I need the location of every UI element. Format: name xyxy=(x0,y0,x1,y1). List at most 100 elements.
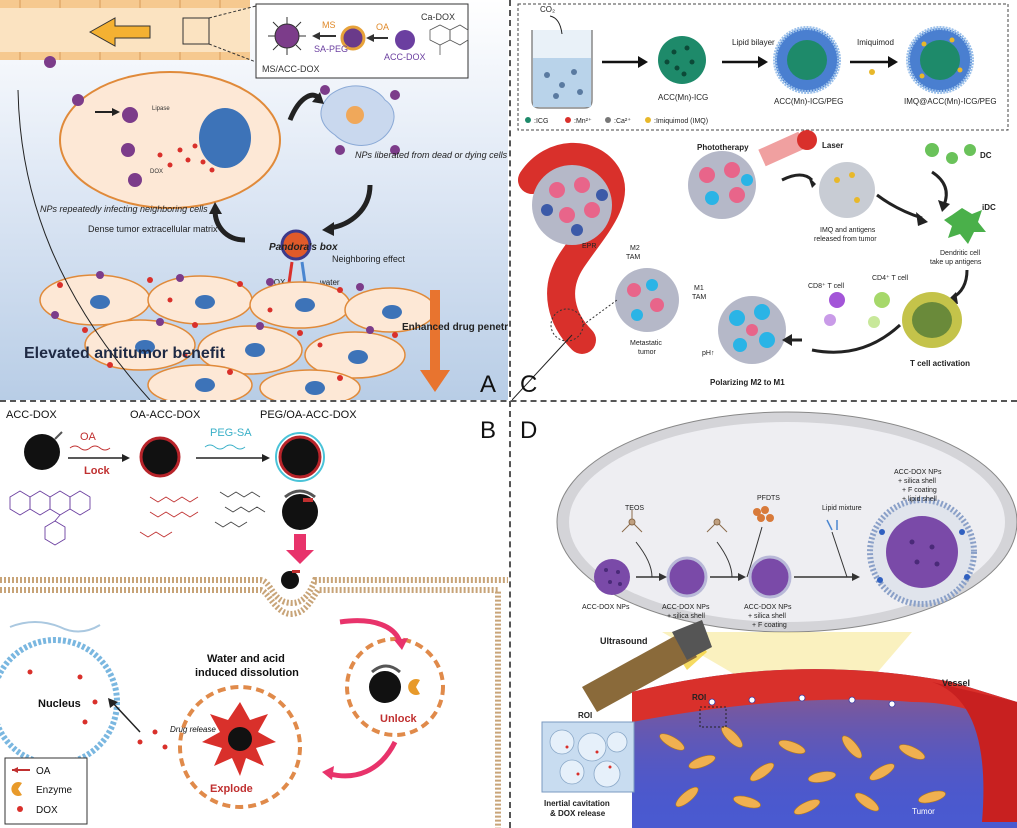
m2-tam-label: M2 TAM xyxy=(626,245,642,261)
chemical-structure-icon xyxy=(429,24,469,55)
legend-oa-label: OA xyxy=(36,766,51,777)
enhanced-penetration-label: Enhanced drug penetration xyxy=(402,322,508,333)
oa-label: OA xyxy=(376,22,389,32)
roi-box xyxy=(699,706,727,728)
panel-c-letter: C xyxy=(520,371,537,398)
ph-label: pH↑ xyxy=(702,350,714,357)
nps-repeatedly-text: NPs repeatedly infecting neighboring cel… xyxy=(40,204,208,214)
acc-dox-oa-particle-icon xyxy=(340,25,366,51)
cell-nucleus xyxy=(199,108,251,168)
unlock-label: Unlock xyxy=(380,713,418,725)
panel-d-illustration: D TEOS PFDTS Lipid mixture ACC-DOX NPs A… xyxy=(520,411,1017,828)
panel-a: Ca-DOX MS OA SA-PEG ACC-DOX MS/ACC-DOX L… xyxy=(0,0,508,400)
roi-label-tissue: ROI xyxy=(692,693,706,702)
endosome xyxy=(178,685,302,809)
oa-reagent-label: OA xyxy=(80,431,97,443)
tumor-cell-cluster xyxy=(39,274,436,400)
nanoparticle-icon xyxy=(122,107,138,123)
panel-a-letter: A xyxy=(480,371,496,398)
ultrasound-probe-icon xyxy=(582,632,697,712)
panel-b-illustration: ACC-DOX OA-ACC-DOX PEG/OA-ACC-DOX B OA L… xyxy=(0,409,508,828)
dc-cells-icon xyxy=(925,143,976,164)
dc-label: DC xyxy=(980,151,992,160)
imiquimod-label: Imiquimod xyxy=(857,38,894,47)
cd4-t-cell-icon xyxy=(874,292,890,308)
lipid-mixture-icon xyxy=(826,519,838,531)
dox-arrow-label: DOX xyxy=(268,278,286,287)
ms-acc-dox-label: MS/ACC-DOX xyxy=(262,64,320,74)
tumor-cells-icon xyxy=(659,726,946,815)
panel-a-illustration: Ca-DOX MS OA SA-PEG ACC-DOX MS/ACC-DOX L… xyxy=(0,0,508,400)
legend-enzyme-icon xyxy=(11,782,22,796)
bomb-peg-icon xyxy=(278,435,322,479)
locked-bomb-icon xyxy=(282,494,318,530)
imq-acc-label: IMQ@ACC(Mn)-ICG/PEG xyxy=(904,97,997,106)
peg-sa-label: PEG-SA xyxy=(210,427,252,439)
imq-antigens-label: IMQ and antigens released from tumor xyxy=(814,227,877,243)
water-arrow-label: water xyxy=(319,278,340,287)
oa-structure-icon xyxy=(139,496,199,538)
unlocking-bomb-icon xyxy=(369,671,401,703)
tumor-label: Tumor xyxy=(912,807,935,816)
acc-mn-icg-label: ACC(Mn)-ICG xyxy=(658,93,708,102)
pandoras-box-particle-icon xyxy=(280,229,312,261)
legend-dox-label: DOX xyxy=(36,805,58,816)
panel-b: ACC-DOX OA-ACC-DOX PEG/OA-ACC-DOX B OA L… xyxy=(0,402,508,828)
elevated-benefit-label: Elevated antitumor benefit xyxy=(24,345,226,362)
panel-c-illustration: CO₂ ACC(Mn)-ICG Lipid bilayer ACC(Mn)-IC… xyxy=(512,3,1009,400)
np4-label: ACC-DOX NPs + silica shell + F coating +… xyxy=(894,469,943,503)
bomb-oa-acc-dox-icon xyxy=(139,436,181,478)
dendritic-label: Dendritic cell take up antigens xyxy=(930,250,982,266)
cd8-t-cell-icon xyxy=(829,292,845,308)
explode-label: Explode xyxy=(210,783,253,795)
svg-text:Dense tumor extracellular matr: Dense tumor extracellular matrix xyxy=(88,224,218,234)
nucleus-label: Nucleus xyxy=(38,698,81,710)
laser-label: Laser xyxy=(822,141,843,150)
zoom-box xyxy=(182,17,210,45)
np3-label: ACC-DOX NPs + silica shell + F coating xyxy=(744,604,793,629)
ultrasound-label: Ultrasound xyxy=(600,636,648,646)
polarizing-label: Polarizing M2 to M1 xyxy=(710,378,785,387)
legend-ca-label: :Ca²⁺ xyxy=(614,117,631,125)
np1-label: ACC-DOX NPs xyxy=(582,604,630,611)
enzyme-icon xyxy=(408,679,420,695)
vessel-band xyxy=(632,669,1017,732)
legend-icg-label: :ICG xyxy=(534,118,548,125)
lipid-mixture-label: Lipid mixture xyxy=(822,505,862,512)
acc-dox-label: ACC-DOX xyxy=(384,52,426,62)
horizontal-panel-divider xyxy=(0,400,1017,402)
epr-label: EPR xyxy=(582,243,596,250)
panel-c: CO₂ ACC(Mn)-ICG Lipid bilayer ACC(Mn)-IC… xyxy=(512,0,1017,400)
dox-structure-icon xyxy=(9,490,91,546)
infected-cell xyxy=(59,71,281,209)
cell-membrane xyxy=(0,577,508,606)
lipase-label: Lipase xyxy=(152,106,170,112)
teos-molecule-icon xyxy=(621,510,643,533)
panel-d-letter: D xyxy=(520,417,537,444)
peg-structure-icon xyxy=(214,491,266,528)
inertial-cavitation-label: Inertial cavitation & DOX release xyxy=(544,799,612,818)
flow-arrow-icon xyxy=(88,17,151,47)
neighboring-effect-label: Neighboring effect xyxy=(332,254,405,264)
dox-small-label: DOX xyxy=(150,169,163,175)
legend-dox-icon xyxy=(17,806,23,812)
np2-label: ACC-DOX NPs + silica shell xyxy=(662,604,711,620)
oa-acc-dox-title: OA-ACC-DOX xyxy=(130,409,201,421)
sa-peg-label: SA-PEG xyxy=(314,44,348,54)
antigen-cluster xyxy=(819,162,875,218)
idc-label: iDC xyxy=(982,203,996,212)
vertical-panel-divider xyxy=(509,0,511,828)
legend-enzyme-label: Enzyme xyxy=(36,785,73,796)
nps-liberated-text: NPs liberated from dead or dying cells xyxy=(355,150,508,160)
acc-dox-np-icon xyxy=(594,559,630,595)
ms-acc-dox-particle-icon xyxy=(274,23,300,49)
pandoras-box-label: Pandora's box xyxy=(269,242,338,253)
ms-label: MS xyxy=(322,20,336,30)
ca-dox-label: Ca-DOX xyxy=(421,12,455,22)
legend-mn-label: :Mn²⁺ xyxy=(574,117,592,125)
bomb-acc-dox-icon xyxy=(24,434,60,470)
penetration-arrow-icon xyxy=(430,290,440,370)
vessel-label: Vessel xyxy=(942,678,970,688)
unlock-vesicle xyxy=(345,637,445,737)
silica-shell-np-icon xyxy=(666,556,708,598)
